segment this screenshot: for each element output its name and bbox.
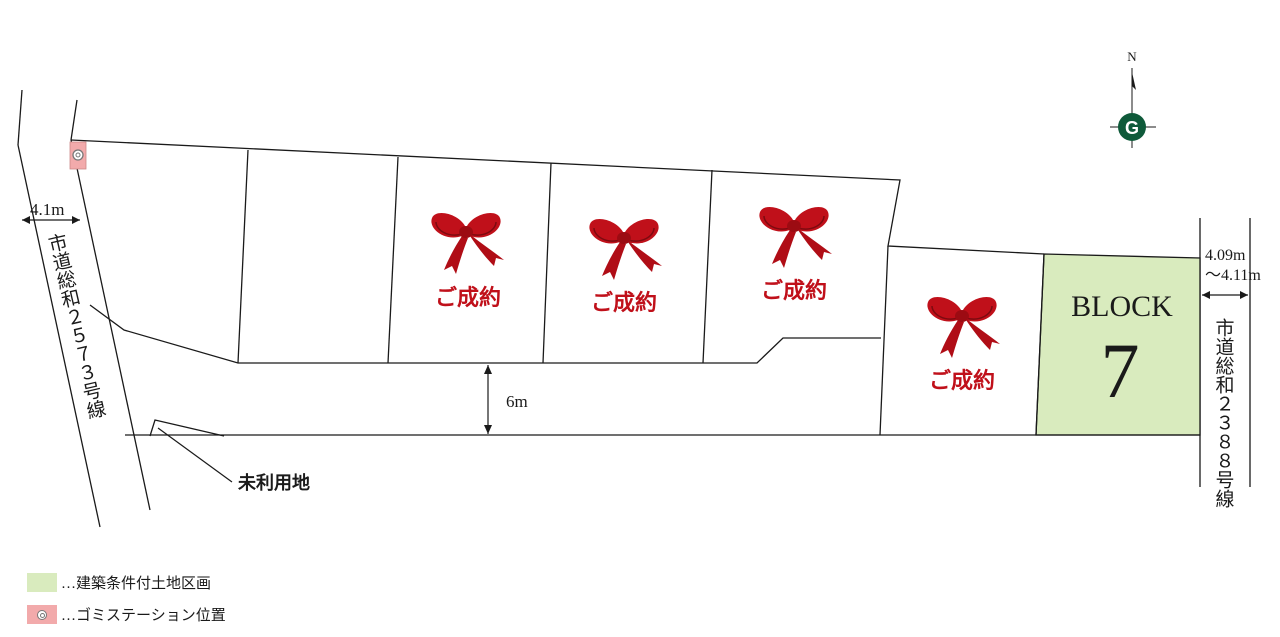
compass-badge-letter: G [1125, 118, 1139, 138]
east-road-name: 市道総和２３８８号線 [1212, 318, 1234, 508]
block-label: BLOCK [1071, 290, 1173, 323]
ribbon-icon [430, 212, 505, 275]
sold-label: ご成約 [591, 290, 657, 316]
legend-green-swatch [27, 573, 57, 592]
compass: N G [1110, 49, 1156, 148]
ribbon-icon [926, 296, 1001, 359]
sold-marker-lot-4: ご成約 [588, 218, 663, 316]
compass-badge-icon [1118, 113, 1146, 141]
sold-label: ご成約 [929, 368, 995, 394]
sold-label: ご成約 [435, 285, 501, 311]
internal-road-width-label: 6m [506, 392, 528, 411]
sold-marker-lot-6: ご成約 [926, 296, 1001, 394]
block-number: 7 [1101, 327, 1140, 414]
unused-land-label: 未利用地 [238, 472, 310, 493]
north-arrow-icon [1132, 72, 1136, 90]
lot-lines [70, 139, 1200, 437]
ribbon-icon [758, 206, 833, 269]
internal-road-width-dimension: 6m [484, 365, 528, 434]
east-road-width-label-2: ～4.11m [1205, 267, 1261, 284]
legend-conditional-lot: …建築条件付土地区画 [27, 572, 211, 593]
west-road-width-dimension: 4.1m [22, 200, 80, 224]
east-road-width-label-1: 4.09m [1205, 247, 1246, 264]
sold-marker-lot-5: ご成約 [758, 206, 833, 304]
legend-garbage-station-icon [27, 605, 57, 624]
legend-text: …ゴミステーション位置 [61, 608, 226, 624]
legend-garbage-station: …ゴミステーション位置 [27, 604, 226, 625]
sold-label: ご成約 [761, 278, 827, 304]
compass-north-label: N [1127, 49, 1137, 64]
garbage-station-marker [69, 141, 87, 170]
west-road-width-label: 4.1m [30, 200, 64, 219]
ribbon-icon [588, 218, 663, 281]
east-road-width-dimension: 4.09m ～4.11m [1202, 247, 1261, 299]
west-road [17, 89, 151, 528]
legend-text: …建築条件付土地区画 [61, 576, 212, 592]
unused-land-callout: 未利用地 [157, 427, 310, 493]
sold-marker-lot-3: ご成約 [430, 212, 505, 311]
